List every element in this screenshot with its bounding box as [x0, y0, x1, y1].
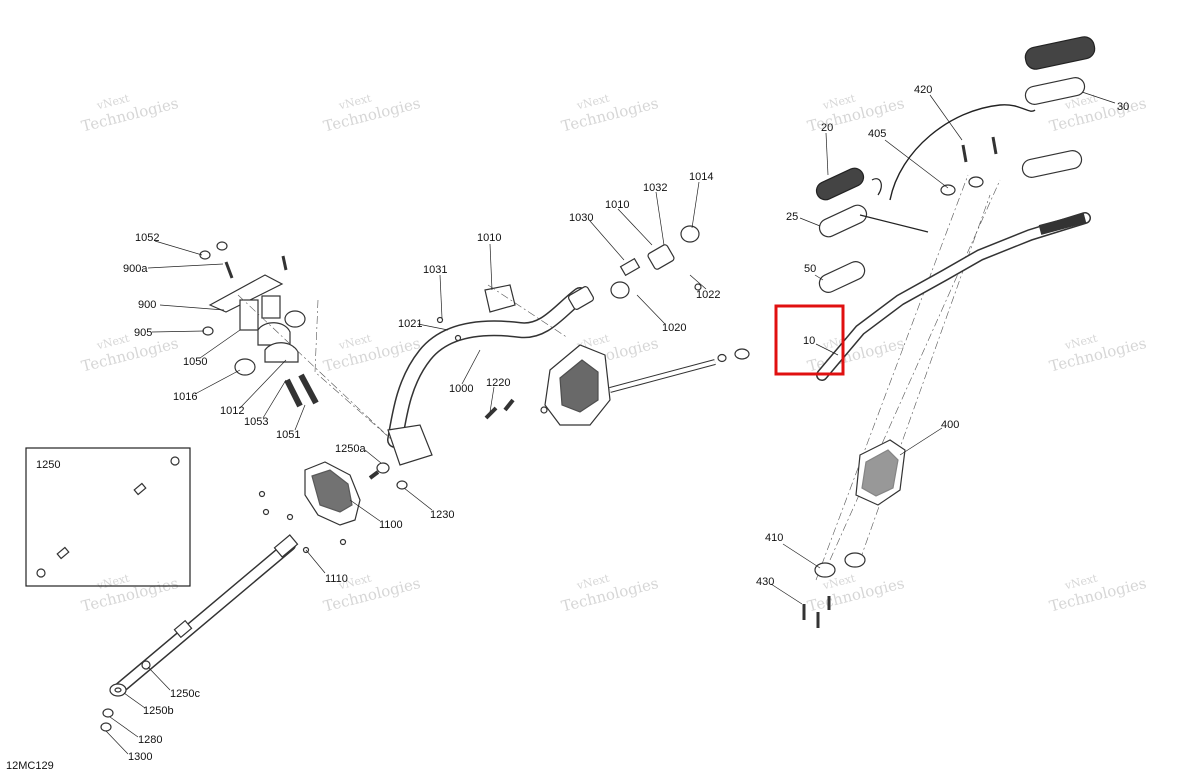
riser-400 [855, 439, 906, 506]
callout-400[interactable]: 400 [941, 419, 959, 431]
callout-10[interactable]: 10 [803, 335, 815, 347]
watermark-line2: Technologies [322, 94, 423, 135]
callout-1220[interactable]: 1220 [486, 377, 510, 389]
grips [815, 36, 1096, 293]
watermark-line2: Technologies [1048, 94, 1149, 135]
callout-1051[interactable]: 1051 [276, 429, 300, 441]
callout-1020[interactable]: 1020 [662, 322, 686, 334]
callout-1012[interactable]: 1012 [220, 405, 244, 417]
selected-part-highlight [774, 304, 845, 376]
steering-column-1000 [387, 284, 588, 466]
callout-1050[interactable]: 1050 [183, 356, 207, 368]
callout-1032[interactable]: 1032 [643, 182, 667, 194]
watermark-line1: vNext [95, 92, 132, 113]
inset-tie-rod [36, 456, 180, 578]
callout-420[interactable]: 420 [914, 84, 932, 96]
watermark-line1: vNext [821, 92, 858, 113]
watermark-line1: vNext [95, 572, 132, 593]
callout-1230[interactable]: 1230 [430, 509, 454, 521]
watermark-line1: vNext [575, 572, 612, 593]
diagram-code: 12MC129 [6, 760, 54, 772]
callout-1031[interactable]: 1031 [423, 264, 447, 276]
inset-frame [25, 447, 191, 587]
rod-end-1250b [100, 683, 127, 732]
watermark-line2: Technologies [80, 94, 181, 135]
handlebar-10 [816, 212, 1091, 381]
callout-1280[interactable]: 1280 [138, 734, 162, 746]
callout-900a[interactable]: 900a [123, 263, 148, 275]
bolts-1220 [484, 398, 515, 420]
bolt-1250a [368, 462, 408, 490]
callout-1000[interactable]: 1000 [449, 383, 473, 395]
callout-1014[interactable]: 1014 [689, 171, 713, 183]
watermark-line2: Technologies [80, 574, 181, 615]
riser-clamps-410 [802, 552, 866, 628]
callout-1053[interactable]: 1053 [244, 416, 268, 428]
watermark-line1: vNext [1063, 332, 1100, 353]
watermark-line2: Technologies [560, 574, 661, 615]
watermark-line1: vNext [95, 332, 132, 353]
callout-50[interactable]: 50 [804, 263, 816, 275]
leader-lines [105, 91, 1116, 755]
inset-label: 1250 [36, 459, 60, 471]
watermark-line2: Technologies [560, 94, 661, 135]
callout-1010-upper[interactable]: 1010 [605, 199, 629, 211]
callout-20[interactable]: 20 [821, 122, 833, 134]
callout-30[interactable]: 30 [1117, 101, 1129, 113]
parts-artwork [25, 36, 1096, 732]
callout-1021[interactable]: 1021 [398, 318, 422, 330]
gearbox-center [540, 344, 750, 426]
wiring [859, 104, 1036, 233]
callout-labels: 420 30 20 405 1014 1032 1010 1030 1010 2… [6, 84, 1129, 772]
clamp-assembly-900 [199, 241, 319, 408]
callout-405[interactable]: 405 [868, 128, 886, 140]
callout-1016[interactable]: 1016 [173, 391, 197, 403]
watermark-line2: Technologies [1048, 334, 1149, 375]
callout-25[interactable]: 25 [786, 211, 798, 223]
callout-1250b[interactable]: 1250b [143, 705, 174, 717]
callout-1052[interactable]: 1052 [135, 232, 159, 244]
watermark-line1: vNext [575, 92, 612, 113]
upper-bushings [567, 225, 702, 310]
callout-1030[interactable]: 1030 [569, 212, 593, 224]
steering-column-1110 [114, 534, 299, 694]
watermark-line2: Technologies [1048, 574, 1149, 615]
callout-1022[interactable]: 1022 [696, 289, 720, 301]
callout-1250a[interactable]: 1250a [335, 443, 366, 455]
watermark-line1: vNext [337, 332, 374, 353]
callout-430[interactable]: 430 [756, 576, 774, 588]
callout-1300[interactable]: 1300 [128, 751, 152, 763]
housing-1100 [258, 461, 361, 554]
callout-1250c[interactable]: 1250c [170, 688, 200, 700]
watermark-line2: Technologies [80, 334, 181, 375]
callout-905[interactable]: 905 [134, 327, 152, 339]
callout-1110[interactable]: 1110 [325, 573, 348, 585]
callout-410[interactable]: 410 [765, 532, 783, 544]
watermark-line2: Technologies [806, 574, 907, 615]
watermark-line1: vNext [337, 92, 374, 113]
callout-1010-lower[interactable]: 1010 [477, 232, 501, 244]
callout-900[interactable]: 900 [138, 299, 156, 311]
watermark-line1: vNext [1063, 572, 1100, 593]
callout-1100[interactable]: 1100 [379, 519, 403, 531]
